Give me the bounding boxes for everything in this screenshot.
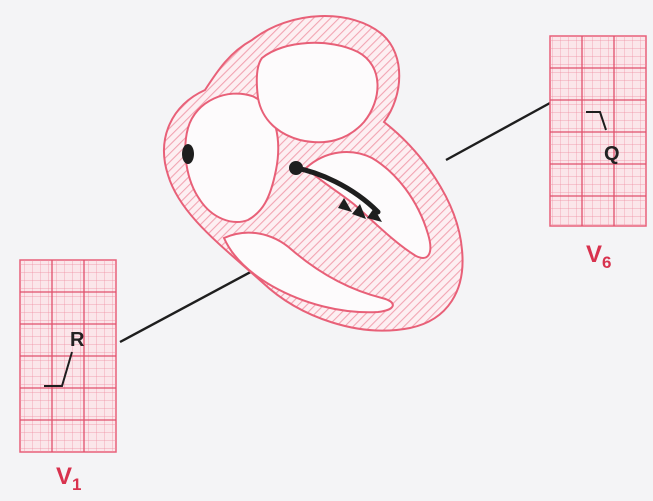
v1-lead-line (120, 268, 258, 342)
v6-wave-label: Q (604, 143, 620, 165)
v1-wave-label: R (70, 329, 85, 351)
v6-lead-label: V6 (586, 241, 611, 272)
sa-node-dot (182, 144, 194, 164)
v6-ecg-strip: Q V6 (550, 36, 646, 272)
v1-lead-label: V1 (56, 463, 81, 494)
left-atrium (257, 43, 378, 142)
v6-lead-line (446, 103, 550, 160)
heart-cross-section (164, 16, 463, 331)
v1-ecg-strip: R V1 (20, 260, 116, 494)
